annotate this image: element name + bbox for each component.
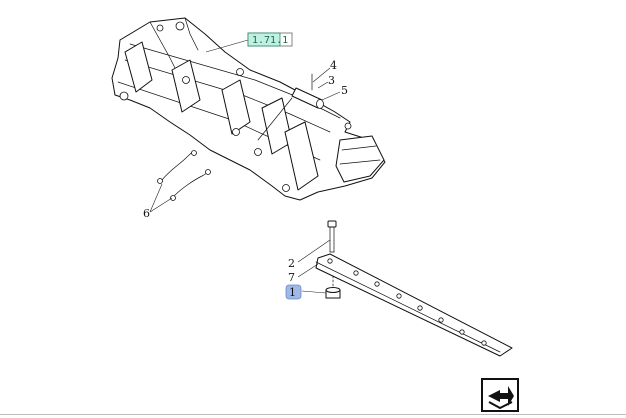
reference-label: 1.71.1 [252,35,288,46]
footer-divider [0,414,626,415]
callout-4[interactable]: 4 [330,59,337,72]
cutting-edge-blade [315,253,513,357]
leader-lines [149,67,341,294]
pin-assembly [257,73,324,141]
callout-1-highlight [285,284,302,300]
cable-part [157,150,211,201]
bolt-part [327,220,337,253]
callout-2[interactable]: 2 [288,257,295,270]
next-page-icon[interactable] [481,378,519,412]
callout-5[interactable]: 5 [341,84,348,97]
callout-7[interactable]: 7 [288,271,295,284]
bucket-assembly [111,17,386,201]
callout-3[interactable]: 3 [328,74,335,87]
callout-1[interactable]: 1 [289,286,296,299]
reference-box[interactable]: 1.71.1 [205,32,293,53]
callout-6[interactable]: 6 [143,207,150,220]
nut-part [325,275,341,299]
callout-labels: 4 3 5 6 2 7 1 [143,59,348,300]
